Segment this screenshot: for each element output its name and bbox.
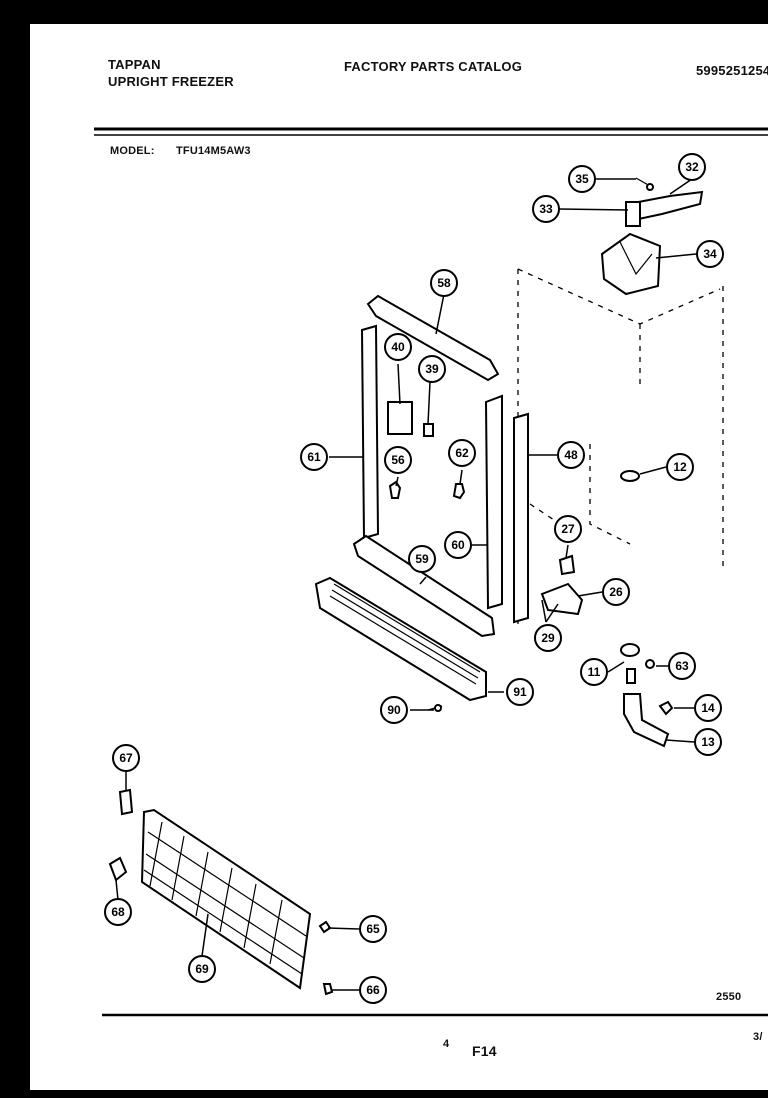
svg-text:27: 27 <box>561 522 575 536</box>
hinge-bracket <box>600 232 662 296</box>
shelf-clip-67 <box>118 788 134 816</box>
svg-text:66: 66 <box>366 983 380 997</box>
callout-69: 69 <box>188 955 216 983</box>
page-number: 4 <box>443 1038 450 1050</box>
svg-text:58: 58 <box>437 276 451 290</box>
svg-text:48: 48 <box>564 448 578 462</box>
svg-text:40: 40 <box>391 340 405 354</box>
svg-text:12: 12 <box>673 460 687 474</box>
svg-text:62: 62 <box>455 446 469 460</box>
wire-shelf <box>140 808 312 990</box>
callout-14: 14 <box>694 694 722 722</box>
svg-text:34: 34 <box>703 247 717 261</box>
shelf-clip-68 <box>108 856 128 882</box>
liner-strip <box>513 412 529 624</box>
svg-text:33: 33 <box>539 202 553 216</box>
callout-91: 91 <box>506 678 534 706</box>
callout-59: 59 <box>408 545 436 573</box>
callout-34: 34 <box>696 240 724 268</box>
part-66 <box>322 983 334 996</box>
part-65 <box>318 920 332 934</box>
figure-id: F14 <box>472 1043 497 1059</box>
callout-60: 60 <box>444 531 472 559</box>
callout-11: 11 <box>580 658 608 686</box>
callout-27: 27 <box>554 515 582 543</box>
callout-61: 61 <box>300 443 328 471</box>
screw-62 <box>452 483 466 500</box>
switch-part <box>423 423 434 437</box>
callout-35: 35 <box>568 165 596 193</box>
drain-plug <box>626 668 636 684</box>
svg-text:65: 65 <box>366 922 380 936</box>
callout-66: 66 <box>359 976 387 1004</box>
callout-26: 26 <box>602 578 630 606</box>
parts-catalog-sheet: TAPPAN UPRIGHT FREEZER FACTORY PARTS CAT… <box>30 24 768 1090</box>
catalog-title: FACTORY PARTS CATALOG <box>344 59 523 74</box>
callout-58: 58 <box>430 269 458 297</box>
drain-cap <box>620 643 640 657</box>
svg-text:67: 67 <box>119 751 133 765</box>
svg-text:11: 11 <box>588 665 601 679</box>
callout-29: 29 <box>534 624 562 652</box>
svg-text:63: 63 <box>675 659 689 673</box>
callout-63: 63 <box>668 652 696 680</box>
callout-39: 39 <box>418 355 446 383</box>
callout-62: 62 <box>448 439 476 467</box>
drain-tube <box>623 693 670 748</box>
leader-lines <box>115 178 697 991</box>
top-hinge <box>625 177 704 227</box>
callout-67: 67 <box>112 744 140 772</box>
callout-65: 65 <box>359 915 387 943</box>
model-label: MODEL: <box>110 145 155 157</box>
cabinet-outline <box>517 268 724 624</box>
svg-text:59: 59 <box>415 552 429 566</box>
svg-text:13: 13 <box>701 735 715 749</box>
svg-text:35: 35 <box>575 172 589 186</box>
svg-text:91: 91 <box>513 685 527 699</box>
edge-note: 3/ <box>753 1031 763 1043</box>
svg-text:69: 69 <box>195 962 209 976</box>
callout-40: 40 <box>384 333 412 361</box>
screw-56 <box>388 480 402 499</box>
callout-90: 90 <box>380 696 408 724</box>
model-number: TFU14M5AW3 <box>176 145 251 157</box>
callout-48: 48 <box>557 441 585 469</box>
svg-text:60: 60 <box>451 538 465 552</box>
lower-hinge <box>540 582 584 616</box>
door-gasket-top <box>366 294 500 382</box>
leveling-leg <box>620 470 640 482</box>
callout-12: 12 <box>666 453 694 481</box>
svg-text:90: 90 <box>387 703 401 717</box>
catalog-number: 5995251254 <box>696 63 768 78</box>
svg-text:32: 32 <box>685 160 699 174</box>
drain-clip <box>658 700 674 716</box>
exploded-parts-diagram: 32 33 34 35 58 40 39 61 56 62 60 48 12 2… <box>94 127 768 1017</box>
callout-13: 13 <box>694 728 722 756</box>
diagram-code: 2550 <box>716 991 742 1003</box>
svg-text:29: 29 <box>541 631 555 645</box>
hinge-pin <box>558 554 576 576</box>
svg-text:14: 14 <box>701 701 715 715</box>
svg-text:68: 68 <box>111 905 125 919</box>
callout-32: 32 <box>678 153 706 181</box>
svg-text:39: 39 <box>425 362 439 376</box>
door-gasket-right <box>484 394 503 610</box>
callout-68: 68 <box>104 898 132 926</box>
svg-text:26: 26 <box>609 585 623 599</box>
svg-text:61: 61 <box>307 450 321 464</box>
drain-fitting <box>645 659 655 669</box>
brand-label: TAPPAN <box>108 57 161 72</box>
door-switch <box>387 401 413 435</box>
svg-text:56: 56 <box>391 453 405 467</box>
product-label: UPRIGHT FREEZER <box>108 74 234 89</box>
door-gasket-left <box>360 324 380 540</box>
door-gasket-bottom <box>352 534 496 638</box>
callout-33: 33 <box>532 195 560 223</box>
callout-56: 56 <box>384 446 412 474</box>
